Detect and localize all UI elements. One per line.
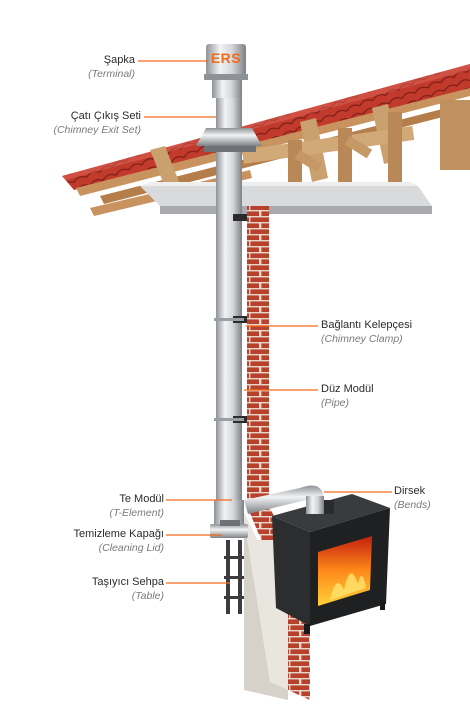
label-table-en: (Table) bbox=[131, 590, 164, 602]
ers-logo: ERS bbox=[210, 50, 242, 66]
label-pipe-tr: Düz Modül bbox=[321, 383, 374, 395]
label-bends: Dirsek (Bends) bbox=[394, 484, 431, 512]
label-chimney-clamp: Bağlantı Kelepçesi (Chimney Clamp) bbox=[321, 318, 412, 346]
label-chimney-exit-set-tr: Çatı Çıkış Seti bbox=[70, 110, 141, 122]
label-chimney-clamp-en: (Chimney Clamp) bbox=[321, 333, 403, 345]
label-table: Taşıyıcı Sehpa (Table) bbox=[92, 575, 164, 603]
label-chimney-clamp-tr: Bağlantı Kelepçesi bbox=[321, 319, 413, 331]
label-cleaning-lid-tr: Temizleme Kapağı bbox=[73, 528, 165, 540]
label-pipe: Düz Modül (Pipe) bbox=[321, 382, 374, 410]
leader-lines bbox=[138, 60, 392, 584]
label-bends-en: (Bends) bbox=[394, 499, 431, 511]
label-terminal-tr: Şapka bbox=[103, 54, 135, 66]
label-chimney-exit-set-en: (Chimney Exit Set) bbox=[53, 124, 141, 136]
label-bends-tr: Dirsek bbox=[394, 485, 426, 497]
stove bbox=[272, 494, 390, 634]
roof bbox=[62, 64, 470, 216]
label-t-element-en: (T-Element) bbox=[109, 507, 164, 519]
label-cleaning-lid: Temizleme Kapağı (Cleaning Lid) bbox=[74, 527, 165, 555]
label-chimney-exit-set: Çatı Çıkış Seti (Chimney Exit Set) bbox=[53, 109, 141, 137]
label-t-element: Te Modül (T-Element) bbox=[110, 492, 164, 520]
label-t-element-tr: Te Modül bbox=[119, 493, 164, 505]
label-terminal-en: (Terminal) bbox=[88, 68, 135, 80]
label-table-tr: Taşıyıcı Sehpa bbox=[91, 576, 164, 588]
label-pipe-en: (Pipe) bbox=[321, 397, 350, 409]
label-cleaning-lid-en: (Cleaning Lid) bbox=[98, 542, 164, 554]
label-terminal: Şapka (Terminal) bbox=[88, 53, 135, 81]
brick-wall bbox=[244, 206, 310, 700]
